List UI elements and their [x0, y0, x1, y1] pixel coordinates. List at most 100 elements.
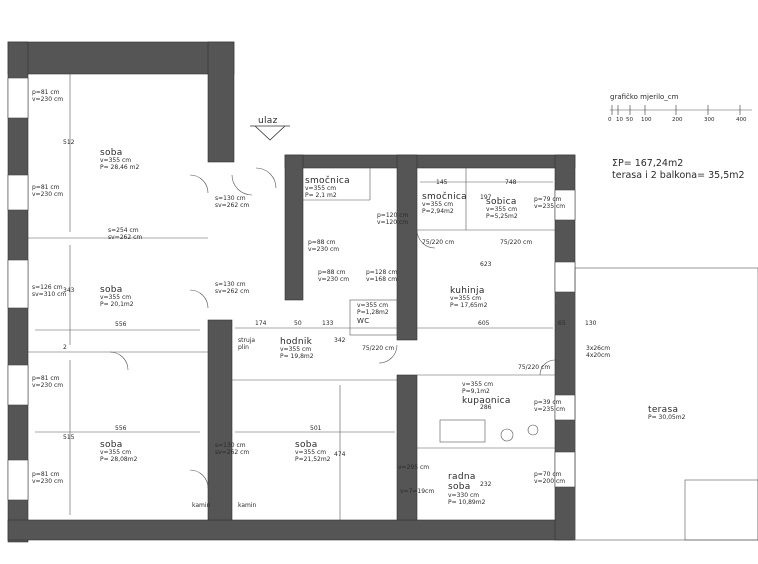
dimension-label: 748 — [505, 179, 517, 186]
wall-stair-left — [284, 154, 304, 301]
opening-label: 75/220 cm — [422, 239, 455, 246]
wall-top-left — [7, 41, 235, 75]
dimension-label: 197 — [480, 194, 492, 201]
opening-label: 75/220 cm — [362, 345, 395, 352]
scale-tick: 100 — [641, 117, 652, 123]
dimension-label: 130 — [585, 320, 597, 327]
door-swing — [416, 229, 436, 249]
room-label: smočnica v=355 cm P= 2,1 m2 — [305, 176, 350, 200]
room-label: soba v=355 cm P= 28,46 m2 — [100, 148, 140, 172]
door-swing — [255, 167, 277, 189]
wall-mid-vert — [207, 319, 233, 521]
door-swing — [189, 469, 209, 489]
dimension-label: 342 — [334, 337, 346, 344]
total-area: ΣP= 167,24m2 — [612, 158, 684, 169]
dimension-label: 174 — [255, 320, 267, 327]
summary-block: ΣP= 167,24m2 terasa i 2 balkona= 35,5m2 — [612, 158, 745, 182]
dimension-label: 605 — [478, 320, 490, 327]
scale-tick: 200 — [672, 117, 683, 123]
door-swing — [539, 359, 556, 376]
opening-label: v=295 cm — [398, 464, 430, 471]
dimension-label: 501 — [310, 425, 322, 432]
opening-label: 75/220 cm — [518, 364, 551, 371]
dimension-label: 343 — [63, 287, 75, 294]
terrace-planter — [684, 479, 758, 541]
dimension-label: 515 — [63, 434, 75, 441]
window-opening — [7, 259, 29, 309]
opening-label: 75/220 cm — [500, 239, 533, 246]
bathtub — [439, 419, 486, 443]
scale-tick: 0 — [608, 117, 612, 123]
room-label: terasa P= 30,05m2 — [648, 405, 686, 422]
wall-inner-left — [207, 41, 235, 163]
room-label: kuhinja v=355 cm P= 17,65m2 — [450, 286, 488, 310]
dimension-label: 556 — [115, 321, 127, 328]
scale-tick: 300 — [704, 117, 715, 123]
toilet — [527, 424, 539, 436]
room-label: hodnik v=355 cm P= 19,8m2 — [280, 337, 314, 361]
door-swing — [109, 351, 129, 371]
window-opening — [7, 459, 29, 501]
room-label: v=355 cm P=1,28m2 WC — [357, 302, 389, 325]
dimension-label: 232 — [480, 481, 492, 488]
door-swing — [378, 344, 398, 364]
dimension-label: 474 — [334, 451, 346, 458]
room-label: radna soba v=330 cm P= 10,89m2 — [448, 472, 486, 506]
room-label: v=355 cm P=9,1m2 kupaonica — [462, 381, 511, 406]
window-opening — [554, 189, 576, 221]
dimension-label: 145 — [436, 179, 448, 186]
dimension-label: 50 — [294, 320, 302, 327]
fireplace-label: kamin — [192, 502, 211, 509]
window-opening — [7, 364, 29, 406]
window-opening — [7, 77, 29, 119]
dimension-label: 133 — [322, 320, 334, 327]
wall-bottom — [7, 519, 574, 541]
dimension-label: 512 — [63, 139, 75, 146]
dimension-label: 623 — [480, 261, 492, 268]
wc-box — [349, 299, 398, 336]
scale-tick: 50 — [626, 117, 633, 123]
dimension-label: 286 — [480, 404, 492, 411]
dimension-label: 2 — [63, 344, 67, 351]
dimension-label: 556 — [115, 425, 127, 432]
room-label: sobica v=355 cm P=5,25m2 — [486, 197, 518, 221]
sink — [500, 428, 514, 442]
scale-tick: 10 — [616, 117, 623, 123]
terrace-area: terasa i 2 balkona= 35,5m2 — [612, 169, 745, 181]
scale-tick: 400 — [736, 117, 747, 123]
wall-bath-vert — [396, 374, 418, 521]
door-swing — [189, 289, 209, 309]
scale-label: grafičko mjerilo_cm — [610, 93, 679, 101]
entrance-label: ulaz — [258, 116, 278, 126]
window-opening — [7, 174, 29, 211]
room-label: smočnica v=355 cm P=2,94m2 — [422, 192, 467, 216]
room-label: soba v=355 cm P= 28,08m2 — [100, 440, 138, 464]
opening-label: v=7=19cm — [400, 488, 435, 495]
room-label: soba v=355 cm P=21,52m2 — [295, 440, 331, 464]
window-opening — [554, 261, 576, 293]
door-swing — [554, 299, 574, 319]
utility-label: struja plin — [238, 337, 256, 351]
fireplace-label: kamin — [238, 502, 257, 509]
room-label: soba v=355 cm P= 20,1m2 — [100, 285, 134, 309]
entrance-arrow — [250, 125, 290, 141]
door-swing — [231, 174, 253, 196]
